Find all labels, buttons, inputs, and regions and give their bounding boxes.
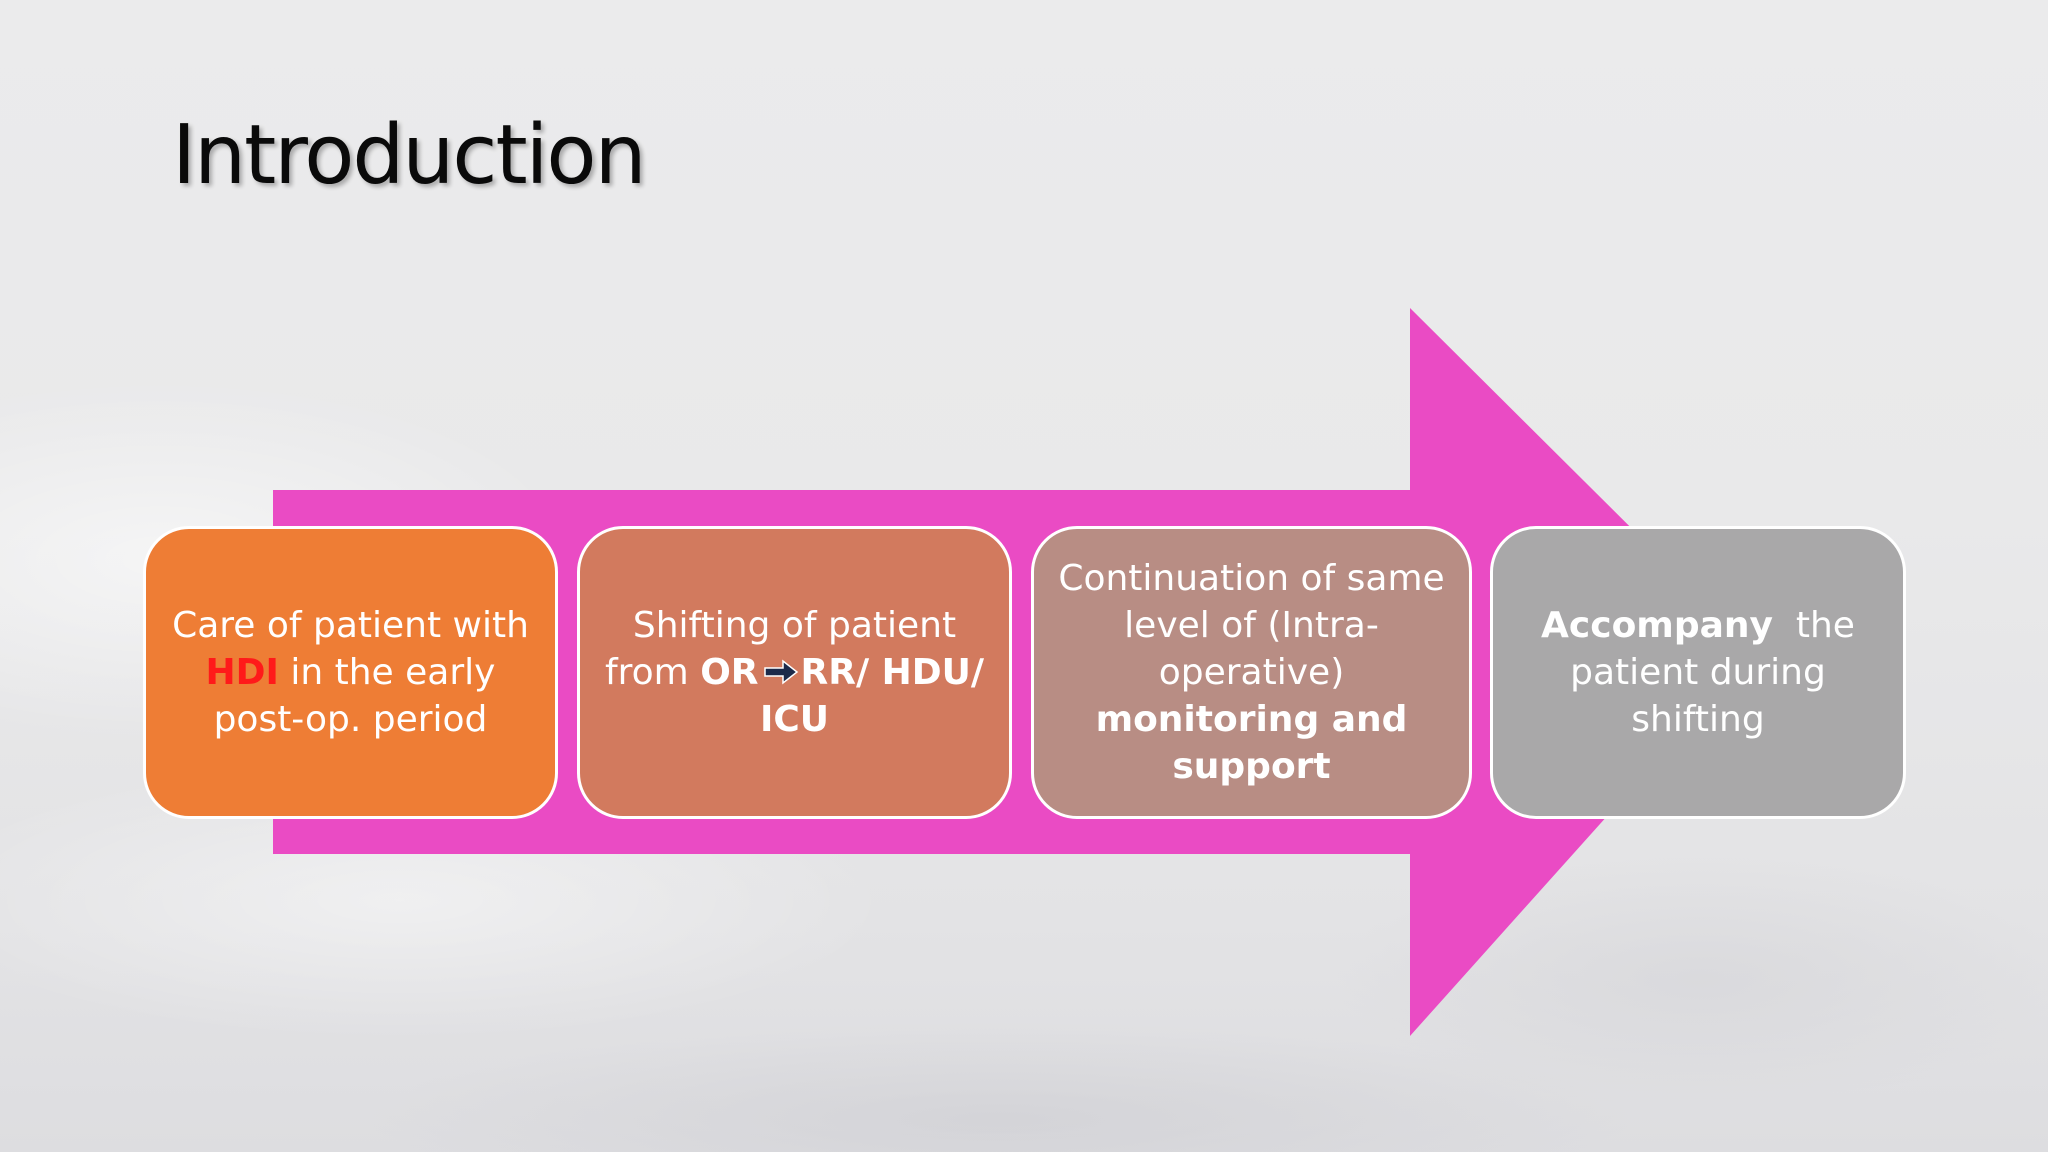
process-arrow-shape <box>273 308 1755 1036</box>
step-1-line-2: in the early <box>278 652 496 693</box>
icu-label: ICU <box>759 699 830 740</box>
step-1-line-1: Care of patient with <box>172 605 529 646</box>
or-label: OR <box>700 652 759 693</box>
step-box-continuation-of-monitoring: Continuation of same level of (Intra- op… <box>1031 526 1472 819</box>
step-3-line-4: monitoring and <box>1095 699 1408 740</box>
step-4-text: Accompany the patient during shifting <box>1541 602 1855 743</box>
step-4-line-2: patient during <box>1570 652 1826 693</box>
step-3-line-5: support <box>1172 746 1331 787</box>
step-2-line-1: Shifting of patient <box>632 605 957 646</box>
slide-title: Introduction <box>172 108 647 203</box>
step-2-line-2-prefix: from <box>604 652 701 693</box>
hdi-highlight: HDI <box>205 652 279 693</box>
step-3-line-2: level of (Intra- <box>1124 605 1379 646</box>
accompany-label: Accompany <box>1541 605 1773 646</box>
step-3-text: Continuation of same level of (Intra- op… <box>1058 555 1444 790</box>
step-4-line-1: the <box>1772 605 1855 646</box>
step-box-accompany-patient: Accompany the patient during shifting <box>1490 526 1906 819</box>
rr-hdu-label: RR/ HDU/ <box>800 652 985 693</box>
step-3-line-1: Continuation of same <box>1058 558 1445 599</box>
step-3-line-3: operative) <box>1158 652 1345 693</box>
step-1-text: Care of patient with HDI in the early po… <box>172 602 529 743</box>
step-4-line-3: shifting <box>1631 699 1765 740</box>
step-2-text: Shifting of patient from OR RR/ HDU/ ICU <box>605 602 984 743</box>
step-box-care-of-patient: Care of patient with HDI in the early po… <box>143 526 558 819</box>
step-1-line-3: post-op. period <box>213 699 488 740</box>
step-box-shifting-of-patient: Shifting of patient from OR RR/ HDU/ ICU <box>577 526 1012 819</box>
right-arrow-icon <box>763 659 798 685</box>
